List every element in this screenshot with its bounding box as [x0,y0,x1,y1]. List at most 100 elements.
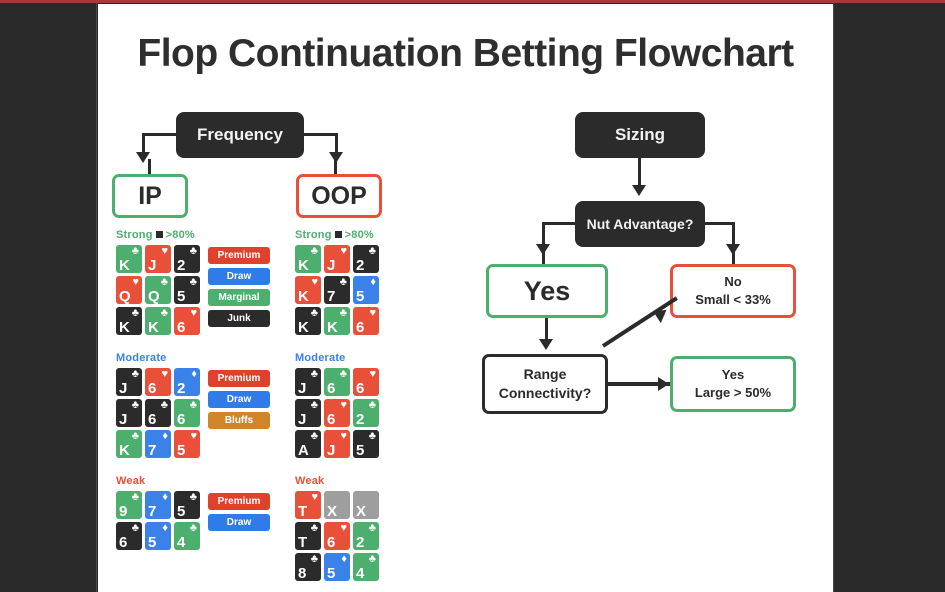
legend-chip-premium[interactable]: Premium [208,370,270,387]
node-range-line1: Range [523,366,567,383]
legend-chip-premium[interactable]: Premium [208,247,270,264]
legend-chip-draw[interactable]: Draw [208,391,270,408]
card-suit-icon: ♣ [310,399,318,411]
node-range-connectivity[interactable]: Range Connectivity? [482,354,608,414]
playing-card[interactable]: ♣K [116,430,142,458]
page-title: Flop Continuation Betting Flowchart [137,32,794,75]
playing-card[interactable]: ♥J [145,245,171,273]
playing-card[interactable]: ♣8 [295,553,321,581]
playing-card[interactable]: ♥6 [324,522,350,550]
playing-card[interactable]: ♣K [145,307,171,335]
playing-card[interactable]: ♥Q [116,276,142,304]
connector-nut-right-h [703,222,735,225]
playing-card[interactable]: ♦5 [145,522,171,550]
playing-card[interactable]: ♥6 [353,307,379,335]
playing-card[interactable]: ♦7 [145,491,171,519]
legend-chip-junk[interactable]: Junk [208,310,270,327]
playing-card[interactable]: ♣2 [353,399,379,427]
node-sizing[interactable]: Sizing [575,112,705,158]
legend-chip-draw[interactable]: Draw [208,514,270,531]
card-rank-label: 6 [327,411,336,427]
card-rank-label: J [298,411,307,427]
card-rank-label: 6 [327,534,336,550]
card-suit-icon: ♣ [310,553,318,565]
playing-card[interactable]: ♣2 [353,522,379,550]
playing-card[interactable]: X [324,491,350,519]
playing-card[interactable]: ♣5 [174,491,200,519]
legend-chip-premium[interactable]: Premium [208,493,270,510]
playing-card[interactable]: ♣K [295,307,321,335]
card-suit-icon: ♣ [368,553,376,565]
playing-card[interactable]: ♣6 [174,399,200,427]
card-rank-label: A [298,442,309,458]
playing-card[interactable]: ♥J [324,430,350,458]
playing-card[interactable]: ♥6 [145,368,171,396]
card-suit-icon: ♥ [311,491,318,503]
playing-card[interactable]: ♥K [295,276,321,304]
playing-card[interactable]: ♥6 [353,368,379,396]
playing-card[interactable]: ♣5 [174,276,200,304]
node-yes-large[interactable]: Yes Large > 50% [670,356,796,412]
legend-chip-marginal[interactable]: Marginal [208,289,270,306]
playing-card[interactable]: ♣A [295,430,321,458]
section-label-oop-weak: Weak [295,475,324,487]
playing-card[interactable]: ♣J [116,368,142,396]
playing-card[interactable]: ♣K [324,307,350,335]
letterbox-left [0,3,97,592]
playing-card[interactable]: ♣Q [145,276,171,304]
playing-card[interactable]: ♦7 [145,430,171,458]
playing-card[interactable]: ♣2 [353,245,379,273]
card-suit-icon: ♣ [160,307,168,319]
playing-card[interactable]: ♣6 [145,399,171,427]
card-suit-icon: ♣ [131,368,139,380]
node-nut-advantage[interactable]: Nut Advantage? [575,201,705,247]
playing-card[interactable]: ♣4 [174,522,200,550]
section-label-text: Strong [116,229,153,241]
card-suit-icon: ♥ [161,245,168,257]
node-ip[interactable]: IP [112,174,188,218]
section-threshold-text: >80% [165,229,195,241]
playing-card[interactable]: ♦5 [353,276,379,304]
playing-card[interactable]: X [353,491,379,519]
playing-card[interactable]: ♣J [295,399,321,427]
playing-card[interactable]: ♣2 [174,245,200,273]
playing-card[interactable]: ♥T [295,491,321,519]
card-rank-label: 7 [148,503,157,519]
playing-card[interactable]: ♣4 [353,553,379,581]
legend-chip-draw[interactable]: Draw [208,268,270,285]
playing-card[interactable]: ♥6 [174,307,200,335]
playing-card[interactable]: ♣6 [324,368,350,396]
node-no-line1: No [724,274,742,290]
playing-card[interactable]: ♣T [295,522,321,550]
card-rank-label: 6 [148,411,157,427]
playing-card[interactable]: ♣9 [116,491,142,519]
playing-card[interactable]: ♥5 [174,430,200,458]
node-no-small[interactable]: No Small < 33% [670,264,796,318]
playing-card[interactable]: ♥J [324,245,350,273]
playing-card[interactable]: ♣7 [324,276,350,304]
playing-card[interactable]: ♣J [295,368,321,396]
playing-card[interactable]: ♦5 [324,553,350,581]
playing-card[interactable]: ♣5 [353,430,379,458]
playing-card[interactable]: ♥6 [324,399,350,427]
card-grid-oop-moderate: ♣J♣6♥6♣J♥6♣2♣A♥J♣5 [295,368,379,458]
slide-canvas: Flop Continuation Betting Flowchart Freq… [98,4,833,592]
connector-freq-right-h [302,133,338,136]
playing-card[interactable]: ♣J [116,399,142,427]
card-suit-icon: ♦ [162,430,168,442]
playing-card[interactable]: ♣K [116,245,142,273]
playing-card[interactable]: ♦2 [174,368,200,396]
card-suit-icon: ♥ [311,276,318,288]
card-rank-label: X [356,503,367,519]
playing-card[interactable]: ♣6 [116,522,142,550]
node-oop[interactable]: OOP [296,174,382,218]
legend-chip-bluffs[interactable]: Bluffs [208,412,270,429]
node-yes[interactable]: Yes [486,264,608,318]
playing-card[interactable]: ♣K [116,307,142,335]
node-frequency[interactable]: Frequency [176,112,304,158]
node-range-line2: Connectivity? [498,385,592,401]
playing-card[interactable]: ♣K [295,245,321,273]
card-suit-icon: ♣ [131,430,139,442]
card-suit-icon: ♦ [341,553,347,565]
